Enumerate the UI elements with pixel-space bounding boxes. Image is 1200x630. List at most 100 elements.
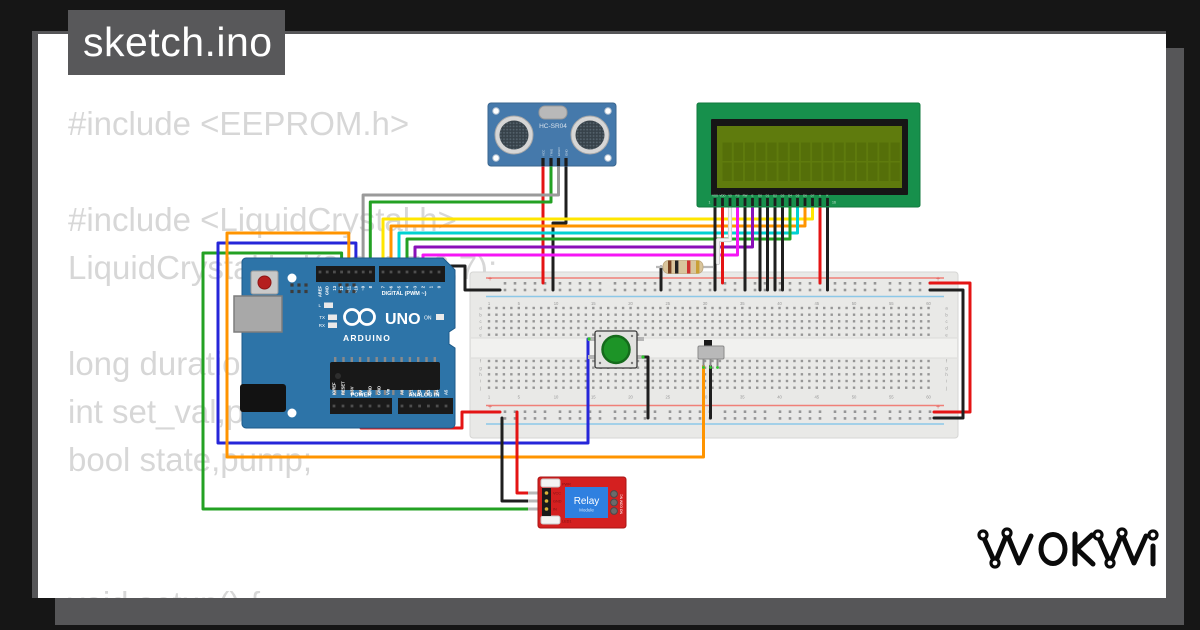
oscillator: [538, 105, 568, 120]
on-led: [436, 314, 444, 320]
reset-button-cap[interactable]: [257, 275, 272, 290]
svg-text:i: i: [946, 379, 947, 384]
svg-text:E: E: [752, 194, 754, 198]
wire-lcd-d6[interactable]: [389, 204, 807, 276]
led-l-label: L: [318, 303, 321, 308]
svg-text:j: j: [945, 385, 947, 390]
resistor-band: [687, 260, 691, 274]
power-jack: [240, 384, 286, 412]
svg-text:2: 2: [421, 285, 426, 288]
svg-text:D2: D2: [773, 194, 777, 198]
svg-text:30: 30: [703, 301, 708, 306]
resistor-band: [696, 260, 700, 274]
svg-text:VCC: VCC: [553, 492, 561, 496]
svg-text:13: 13: [332, 285, 337, 290]
relay-power-led: [540, 478, 561, 488]
svg-text:4: 4: [405, 285, 410, 288]
breadboard-plus-marks: ++++: [488, 276, 940, 411]
wire-button-signal[interactable]: [216, 241, 590, 445]
led-tx: [328, 314, 337, 320]
svg-text:A2: A2: [417, 389, 422, 395]
svg-text:15: 15: [591, 301, 596, 306]
wire-rail-bridge-gnd[interactable]: [928, 288, 965, 420]
resistor-band: [675, 260, 679, 274]
slide-switch[interactable]: [697, 340, 725, 369]
svg-text:h: h: [479, 372, 482, 377]
pushbutton-cap[interactable]: [601, 334, 631, 365]
svg-text:e: e: [479, 332, 482, 337]
svg-text:50: 50: [852, 395, 857, 400]
svg-text:~10: ~10: [354, 285, 359, 293]
screw-terminal: [610, 507, 618, 515]
sensor-label: HC-SR04: [539, 123, 567, 130]
wire-lcd-d4[interactable]: [405, 204, 792, 276]
svg-text:c: c: [479, 319, 481, 324]
wire-switch-signal[interactable]: [225, 231, 705, 459]
digital-pins-label: DIGITAL (PWM ~): [382, 291, 427, 297]
breadboard-labels: 1155101015152020252530303535404045455050…: [479, 301, 948, 400]
mounting-hole: [287, 273, 297, 283]
svg-text:A: A: [819, 194, 821, 198]
wire-lcd-v0[interactable]: [716, 204, 732, 265]
pushbutton[interactable]: [587, 330, 645, 369]
svg-text:c: c: [945, 319, 947, 324]
svg-text:5: 5: [518, 395, 521, 400]
svg-text:55: 55: [889, 395, 894, 400]
svg-text:7: 7: [381, 285, 386, 288]
card-shadow-right: [1166, 48, 1184, 625]
svg-text:ECHO: ECHO: [557, 147, 561, 156]
wire-relay-gnd[interactable]: [500, 416, 536, 503]
svg-text:~3: ~3: [413, 285, 418, 290]
analog-pins-label: ANALOG IN: [409, 393, 440, 399]
resistor[interactable]: [656, 260, 713, 274]
board-model-label: UNO: [385, 311, 421, 328]
svg-text:20: 20: [628, 395, 633, 400]
wire-rail-bridge-5v[interactable]: [928, 281, 972, 414]
led-l: [324, 302, 333, 308]
svg-text:j: j: [479, 385, 481, 390]
svg-text:g: g: [479, 365, 482, 370]
wire-button-gnd[interactable]: [641, 355, 650, 420]
svg-text:~5: ~5: [397, 285, 402, 290]
wire-lcd-d7[interactable]: [381, 204, 814, 276]
code-line: long duratio: [68, 345, 241, 382]
arduino-uno-board[interactable]: UNO ARDUINO DIGITAL (PWM ~) POWER ANALOG…: [233, 257, 456, 429]
svg-text:D0: D0: [758, 194, 762, 198]
resistor-band: [668, 260, 672, 274]
svg-text:60: 60: [926, 301, 931, 306]
svg-text:GND: GND: [377, 386, 382, 395]
svg-text:i: i: [480, 379, 481, 384]
svg-text:a: a: [479, 306, 482, 311]
file-tab[interactable]: sketch.ino: [68, 10, 285, 75]
lcd-character-cells: [722, 142, 900, 181]
wire-lcd-d5[interactable]: [397, 204, 799, 276]
svg-text:A5: A5: [444, 389, 449, 395]
svg-text:GND: GND: [553, 500, 562, 504]
icsp-headers: [290, 283, 356, 294]
svg-text:e: e: [945, 332, 948, 337]
on-led-label: ON: [424, 316, 432, 322]
relay-body: [565, 487, 608, 518]
svg-text:+: +: [488, 276, 492, 283]
svg-text:TRIG: TRIG: [549, 148, 553, 156]
code-line: int set_val,pe: [68, 393, 263, 430]
relay-terminal-labels: NO COM NC: [620, 494, 624, 514]
svg-text:1: 1: [488, 395, 491, 400]
svg-text:50: 50: [852, 301, 857, 306]
wire-hcsr04-trig[interactable]: [368, 164, 553, 276]
ic-legs: [334, 357, 436, 395]
svg-text:VDD: VDD: [719, 194, 725, 198]
svg-text:VSS: VSS: [712, 194, 718, 198]
svg-text:3.3V: 3.3V: [350, 386, 355, 395]
wokwi-logo: [977, 527, 1159, 569]
svg-text:A0: A0: [400, 389, 405, 395]
wire-hcsr04-echo[interactable]: [361, 164, 560, 276]
led-tx-label: TX: [319, 315, 325, 320]
svg-text:35: 35: [740, 301, 745, 306]
